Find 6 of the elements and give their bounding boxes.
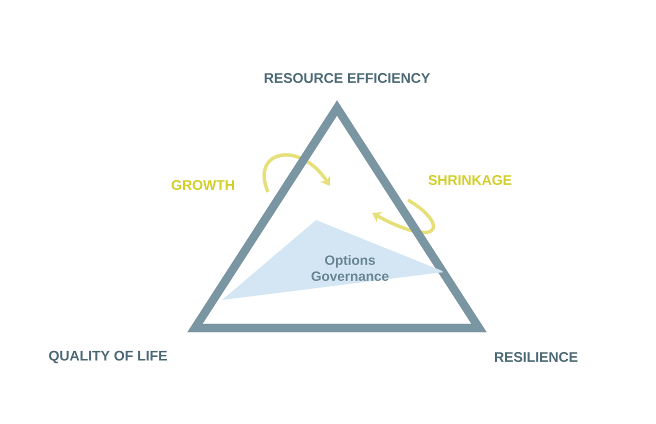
- corner-label: QUALITY OF LIFE: [49, 350, 167, 364]
- corner-label: RESILIENCE: [494, 352, 578, 362]
- options-area: Options Governance: [222, 220, 445, 300]
- shrinkage-label: SHRINKAGE: [428, 175, 512, 185]
- growth-label: GROWTH: [172, 180, 234, 190]
- corner-label: RESOURCE EFFICIENCY: [264, 73, 430, 83]
